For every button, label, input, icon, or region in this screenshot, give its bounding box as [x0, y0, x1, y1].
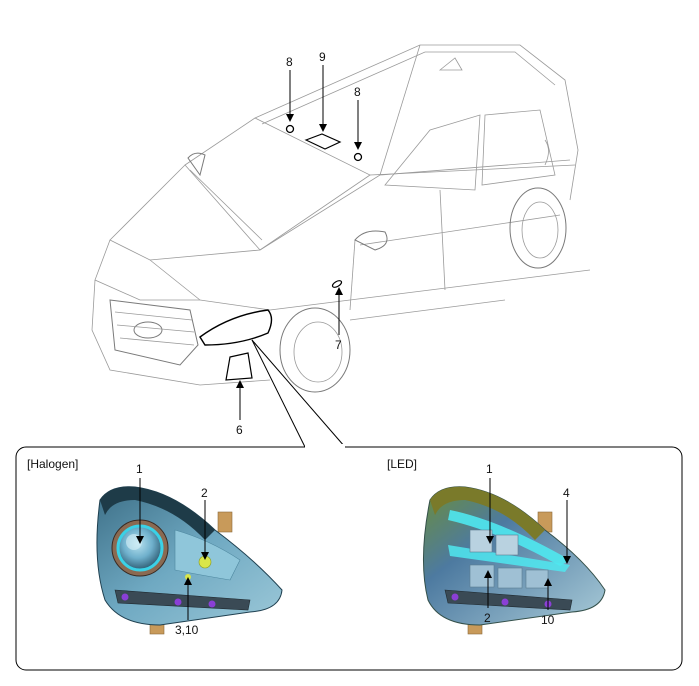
led-callouts: 1 4 2 10: [484, 462, 571, 627]
callout-label: 4: [563, 486, 570, 500]
callout-label: 9: [319, 50, 326, 64]
callout-label: 7: [335, 338, 342, 352]
halogen-title: [Halogen]: [27, 457, 78, 471]
callout-label: 8: [286, 55, 293, 69]
callout-label: 2: [201, 486, 208, 500]
callout-label: 6: [236, 423, 243, 437]
overview-callouts: 8 9 8 7 6: [236, 50, 362, 437]
car-illustration: [91, 44, 591, 393]
led-title: [LED]: [387, 457, 417, 471]
callout-label: 10: [541, 613, 555, 627]
halogen-callouts: 1 2 3,10: [136, 462, 209, 637]
zoom-connector: [251, 339, 346, 448]
callout-label: 1: [486, 462, 493, 476]
callout-label: 1: [136, 462, 143, 476]
room-lamp-marker: [304, 133, 342, 150]
halogen-headlamp: [96, 486, 283, 635]
roof-lamp-left-marker: [285, 124, 295, 134]
callout-label: 3,10: [175, 623, 199, 637]
roof-lamp-right-marker: [353, 152, 363, 162]
callout-label: 2: [484, 611, 491, 625]
led-headlamp: [422, 486, 606, 635]
callout-label: 8: [354, 85, 361, 99]
